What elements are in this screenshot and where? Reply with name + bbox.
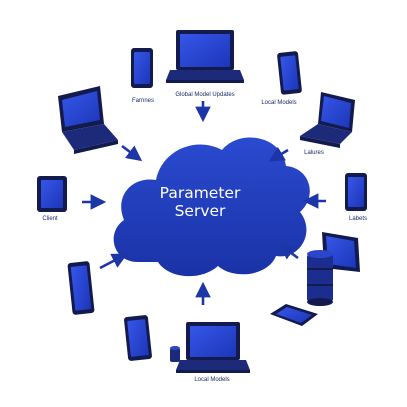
- cloud-icon: [113, 137, 310, 277]
- label-right-upper: Lalures: [304, 150, 324, 156]
- center-line-1: Parameter: [159, 184, 241, 202]
- label-top-right: Local Models: [261, 100, 297, 106]
- phone-icon: [277, 51, 302, 95]
- arrow-icon: [268, 146, 289, 162]
- label-top-left: Farnnes: [131, 98, 155, 104]
- parameter-server-title: Parameter Server: [135, 184, 265, 220]
- phone-icon: [345, 173, 367, 211]
- laptop-icon: [58, 86, 118, 154]
- server-icon: [170, 346, 180, 362]
- label-bottom: Local Models: [194, 377, 230, 383]
- laptop-icon: [300, 92, 355, 148]
- phone-icon: [124, 315, 152, 361]
- phone-icon: [131, 48, 153, 88]
- tablet-icon: [37, 176, 67, 212]
- laptop-icon: [176, 322, 250, 373]
- arrow-icon: [278, 243, 299, 260]
- server-icon: [307, 232, 360, 306]
- center-line-2: Server: [174, 202, 226, 220]
- laptop-icon: [166, 30, 244, 83]
- tablet-icon: [270, 304, 318, 326]
- label-right: Labets: [348, 216, 368, 222]
- arrows-group: [82, 101, 326, 305]
- phone-icon: [67, 261, 95, 315]
- arrow-icon: [121, 144, 143, 162]
- arrow-icon: [99, 253, 128, 270]
- label-left: Client: [42, 216, 58, 222]
- label-top: Global Model Updates: [175, 92, 235, 98]
